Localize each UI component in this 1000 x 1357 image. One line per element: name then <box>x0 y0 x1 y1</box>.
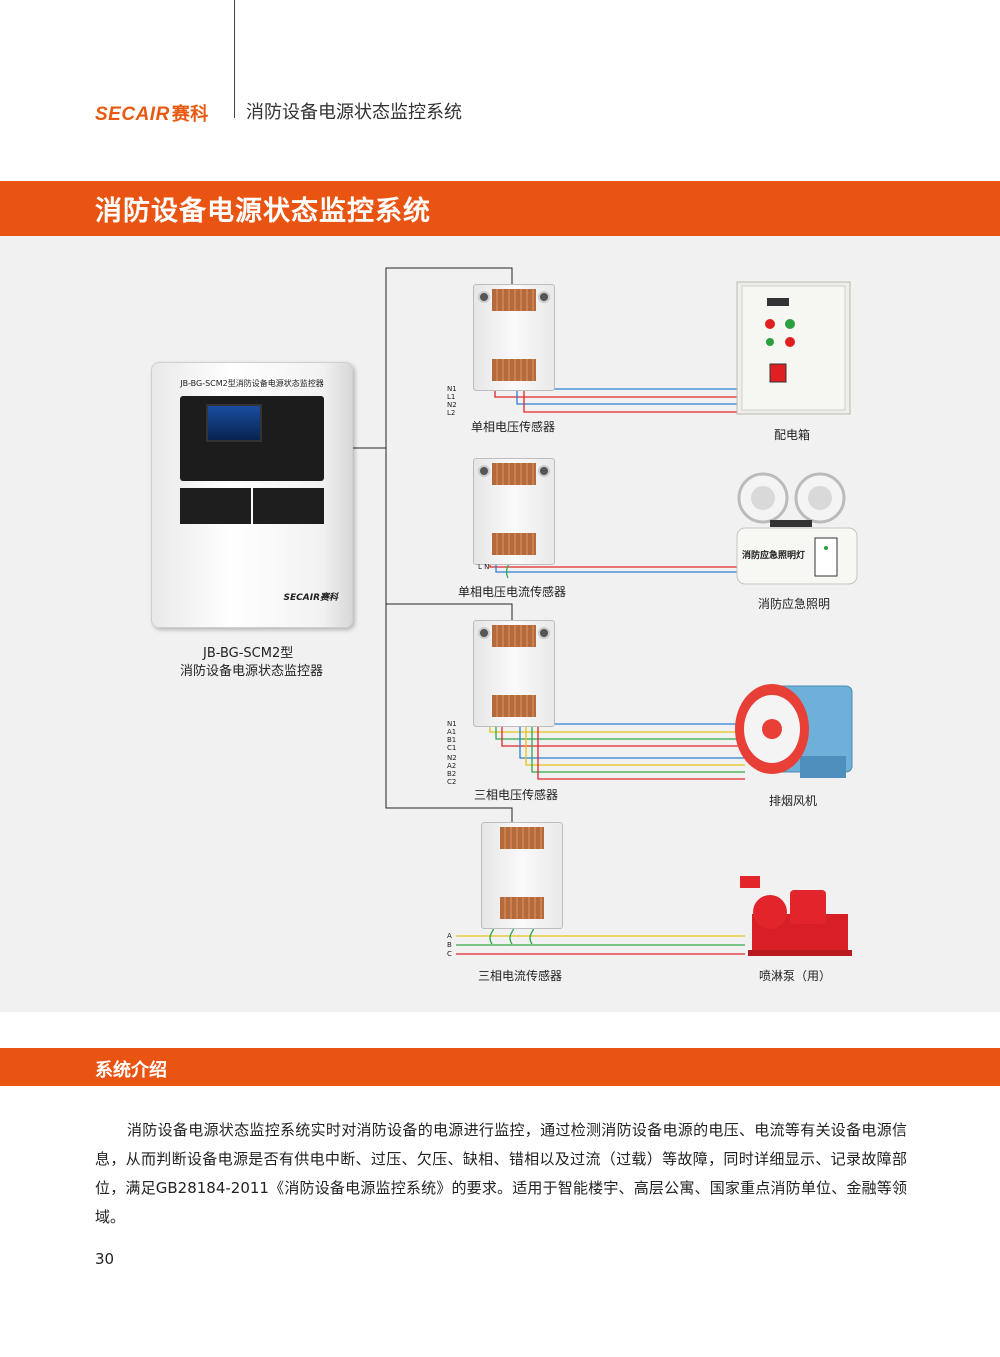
sensor-1 <box>473 284 555 391</box>
wire-label: N1 <box>447 720 457 728</box>
wire-label: B <box>447 941 452 949</box>
wire-label: L <box>478 563 482 571</box>
controller-logo: SECAIR赛科 <box>283 593 338 603</box>
title-band: 消防设备电源状态监控系统 <box>0 181 1000 236</box>
exhaust-fan-image <box>735 684 853 778</box>
s3-wire-c2 <box>537 716 745 780</box>
bus-line-2 <box>385 448 513 620</box>
wire-label: A <box>447 932 452 940</box>
sensor-4 <box>481 822 563 929</box>
bus-line-1 <box>351 267 513 449</box>
emergency-light-image <box>736 472 858 585</box>
terminal-block <box>500 897 544 919</box>
sensor-1-label: 单相电压传感器 <box>471 420 556 434</box>
bus-line-3 <box>385 604 513 824</box>
brand-cn: 赛科 <box>171 104 209 124</box>
sensor-2 <box>473 458 555 565</box>
page-number: 30 <box>95 1250 115 1268</box>
terminal-block <box>492 533 536 555</box>
wire-label: L2 <box>447 409 456 417</box>
wire-labels-s1: N1 L1 N2 L2 <box>447 385 457 417</box>
wire-labels-s3a: N1 A1 B1 C1 <box>447 720 457 752</box>
controller-caption-2: 消防设备电源状态监控器 <box>180 664 324 679</box>
device-emergency-light-sign: 消防应急照明灯 <box>742 551 806 561</box>
brand-en: SECAIR <box>95 104 170 125</box>
wire-label: N1 <box>447 385 457 393</box>
mount-hole <box>538 465 550 477</box>
distribution-box-image <box>736 281 851 415</box>
terminal-block <box>500 827 544 849</box>
mount-hole <box>538 291 550 303</box>
s3-wire-b2 <box>531 716 745 773</box>
wire-label: N2 <box>447 754 457 762</box>
header-divider <box>234 0 235 118</box>
controller-slot-right <box>253 488 324 524</box>
device-exhaust-fan-label: 排烟风机 <box>769 794 818 808</box>
controller-screen <box>206 404 262 442</box>
section-title: 系统介绍 <box>95 1060 167 1081</box>
wiring-svg <box>351 267 858 956</box>
section-body: 消防设备电源状态监控系统实时对消防设备的电源进行监控，通过检测消防设备电源的电压… <box>95 1121 907 1226</box>
controller-keypad-panel <box>180 396 324 481</box>
header-subtitle: 消防设备电源状态监控系统 <box>246 102 462 123</box>
device-distribution-box-label: 配电箱 <box>774 428 811 442</box>
controller-slot-left <box>180 488 251 524</box>
bus-lines <box>351 267 513 824</box>
mount-hole <box>538 627 550 639</box>
wire-label: C <box>447 950 452 958</box>
page-title: 消防设备电源状态监控系统 <box>95 196 431 227</box>
wire-labels-s4: A B C <box>447 932 452 959</box>
wire-labels-s3b: N2 A2 B2 C2 <box>447 754 457 786</box>
wire-label: B2 <box>447 770 457 778</box>
wire-label: C2 <box>447 778 457 786</box>
s3-wire-n2 <box>519 716 745 759</box>
wire-label: N2 <box>447 401 457 409</box>
terminal-block <box>492 289 536 311</box>
controller-caption-1: JB-BG-SCM2型 <box>203 646 294 661</box>
mount-hole <box>478 627 490 639</box>
device-sprinkler-pump-label: 喷淋泵（用） <box>759 969 832 983</box>
terminal-block <box>492 463 536 485</box>
wire-label: N <box>484 563 490 571</box>
terminal-block <box>492 359 536 381</box>
monitor-controller: JB-BG-SCM2型消防设备电源状态监控器 SECAIR赛科 <box>151 362 353 628</box>
wire-label: L1 <box>447 393 456 401</box>
s3-wire-a2 <box>525 716 745 766</box>
terminal-block <box>492 625 536 647</box>
sprinkler-pump-image <box>740 876 852 956</box>
mount-hole <box>478 291 490 303</box>
wire-label: C1 <box>447 744 457 752</box>
controller-panel-title: JB-BG-SCM2型消防设备电源状态监控器 <box>180 379 324 388</box>
device-emergency-light-label: 消防应急照明 <box>758 597 831 611</box>
sensor-4-label: 三相电流传感器 <box>478 969 563 983</box>
terminal-block <box>492 695 536 717</box>
wire-label: A1 <box>447 728 457 736</box>
sensor-2-label: 单相电压电流传感器 <box>458 585 567 599</box>
sensor-3 <box>473 620 555 727</box>
mount-hole <box>478 465 490 477</box>
system-diagram: JB-BG-SCM2型消防设备电源状态监控器 SECAIR赛科 JB-BG-SC… <box>0 236 1000 1012</box>
wire-label: B1 <box>447 736 457 744</box>
sensor-3-label: 三相电压传感器 <box>474 788 559 802</box>
section-band: 系统介绍 <box>0 1048 1000 1086</box>
s1-wire-l2 <box>523 379 745 413</box>
wire-label: A2 <box>447 762 457 770</box>
wire-labels-s2: L N <box>478 563 489 571</box>
